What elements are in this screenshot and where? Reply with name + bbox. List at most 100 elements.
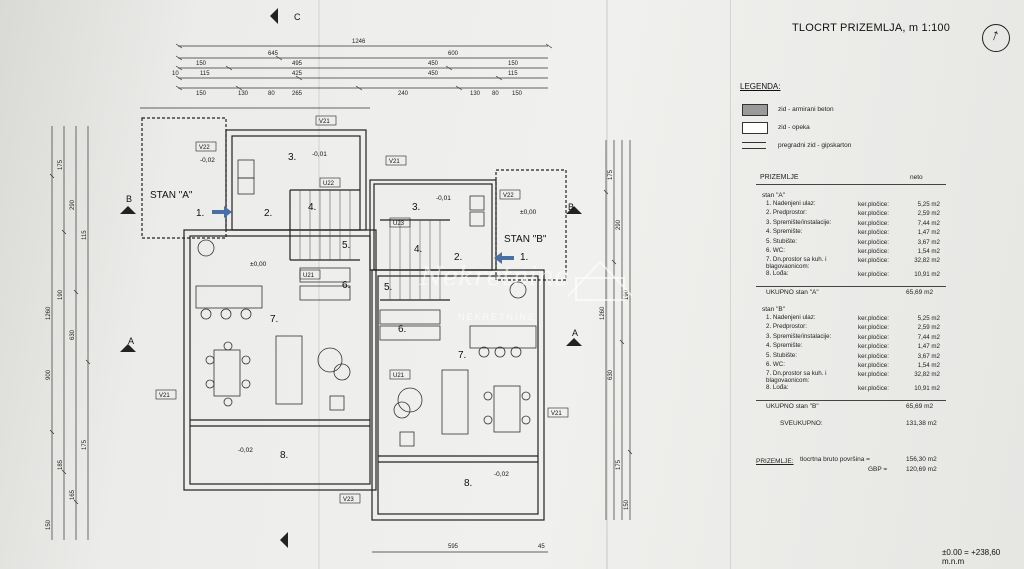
room-row: 3. Spremište/instalacije:ker.pločice:7,4… bbox=[754, 219, 946, 229]
floor-finish: ker.pločice: bbox=[858, 219, 889, 227]
ground-floor-label: PRIZEMLJE: bbox=[756, 458, 794, 465]
room-area: 32,82 m2 bbox=[914, 257, 940, 265]
dim-text: 1246 bbox=[352, 39, 366, 45]
room-name: 8. Lođa: bbox=[766, 384, 789, 392]
room-a-5: 5. bbox=[342, 240, 350, 251]
stan-b-total: 65,69 m2 bbox=[906, 403, 934, 410]
room-name: 4. Spremište: bbox=[766, 342, 803, 350]
dim-text: 150 bbox=[196, 61, 207, 67]
stan-b-label: STAN "B" bbox=[504, 234, 547, 245]
room-area: 32,82 m2 bbox=[914, 371, 940, 379]
floor-finish: ker.pločice: bbox=[858, 315, 889, 322]
room-name: 3. Spremište/instalacije: bbox=[766, 332, 832, 340]
dim-text: 150 bbox=[508, 61, 519, 67]
floor-finish: ker.pločice: bbox=[858, 247, 889, 255]
floor-finish: ker.pločice: bbox=[858, 238, 889, 246]
floor-finish: ker.pločice: bbox=[858, 343, 889, 351]
page-title: TLOCRT PRIZEMLJA, m 1:100 bbox=[792, 22, 951, 34]
legend-label: pregradni zid - gipskarton bbox=[778, 142, 852, 149]
level-mark: -0,02 bbox=[200, 157, 215, 164]
floor-finish: ker.pločice: bbox=[858, 385, 889, 393]
stan-a-total: 65,69 m2 bbox=[906, 289, 934, 296]
room-row: 1. Nadenjeni ulaz:ker.pločice:5,25 m2 bbox=[754, 200, 946, 210]
plan-text: STAN "A" STAN "B" B B A A C 1. 2. 3. 4. … bbox=[126, 12, 578, 489]
room-row: 1. Nadenjeni ulaz:ker.pločice:5,25 m2 bbox=[754, 314, 946, 324]
room-row: 4. Spremište: ker.pločice: 1,47 m2 bbox=[754, 343, 946, 352]
window-tag: V21 bbox=[319, 119, 330, 125]
walls bbox=[141, 117, 567, 521]
room-area: 7,44 m2 bbox=[917, 333, 940, 341]
room-area: 2,59 m2 bbox=[917, 324, 940, 332]
section-b-left: B bbox=[126, 194, 132, 204]
grand-total: 131,38 m2 bbox=[906, 420, 937, 427]
window-tags: V21 V22 V22 V21 U22 U23 U21 U21 V21 V21 … bbox=[155, 115, 569, 504]
furniture bbox=[195, 159, 537, 447]
dim-text: 115 bbox=[200, 71, 210, 77]
room-row: 8. Lođa: ker.pločice: 10,91 m2 bbox=[754, 385, 946, 394]
dim-text: 645 bbox=[268, 51, 279, 57]
room-a-1: 1. bbox=[196, 208, 204, 219]
floor-finish: ker.pločice: bbox=[858, 361, 889, 369]
paper-fold bbox=[606, 0, 608, 569]
north-arrow-icon: ↑ bbox=[982, 24, 1010, 52]
room-row: 2. Predprostor:ker.pločice:2,59 m2 bbox=[754, 324, 946, 333]
vertical-dimension-text: 1260 175 290 115 190 900 630 175 185 165… bbox=[46, 159, 630, 530]
dim-text: 450 bbox=[428, 61, 439, 67]
stan-a-heading: stan "A" bbox=[762, 192, 786, 199]
room-row: 8. Lođa:ker.pločice:10,91 m2 bbox=[754, 271, 946, 280]
floor-finish: ker.pločice: bbox=[858, 324, 889, 332]
elevation-note: ±0.00 = +238,60 m.n.m bbox=[942, 548, 1001, 566]
room-name: 6. WC: bbox=[766, 360, 785, 368]
legend-swatch-concrete bbox=[742, 104, 768, 116]
dim-text: 450 bbox=[428, 71, 439, 77]
dim-text: 900 bbox=[46, 369, 52, 380]
room-name: 8. Lođa: bbox=[766, 270, 789, 278]
dim-text: 190 bbox=[58, 289, 64, 300]
dim-text: 290 bbox=[70, 199, 76, 210]
room-area: 1,47 m2 bbox=[917, 343, 940, 351]
floor-finish: ker.pločice: bbox=[858, 229, 889, 237]
level-mark: ±0,00 bbox=[250, 261, 267, 268]
room-a-8: 8. bbox=[280, 450, 288, 461]
rule bbox=[756, 400, 946, 401]
room-b-2: 2. bbox=[454, 252, 462, 263]
dim-text: 265 bbox=[292, 91, 303, 97]
stan-b-heading: stan "B" bbox=[762, 306, 786, 313]
floor-finish: ker.pločice: bbox=[858, 352, 889, 360]
legend-swatch-drywall bbox=[742, 142, 766, 149]
room-name: 2. Predprostor: bbox=[766, 209, 807, 217]
rooms-table-heading: PRIZEMLJE bbox=[760, 174, 799, 181]
room-area: 1,54 m2 bbox=[917, 361, 940, 369]
room-row: 7. Dn.prostor sa kuh. i blagovaonicom:ke… bbox=[754, 256, 946, 271]
room-b-1: 1. bbox=[520, 252, 528, 263]
watermark-house-icon bbox=[567, 260, 633, 301]
room-a-2: 2. bbox=[264, 208, 272, 219]
dim-text: 150 bbox=[512, 91, 523, 97]
legend-label: zid - opeka bbox=[778, 124, 810, 131]
stan-a-label: STAN "A" bbox=[150, 190, 193, 201]
gbp-value: 120,69 m2 bbox=[906, 466, 937, 473]
dim-text: 150 bbox=[624, 499, 630, 510]
room-area: 7,44 m2 bbox=[917, 219, 940, 227]
room-row: 6. WC: ker.pločice: 1,54 m2 bbox=[754, 360, 946, 371]
window-tag: U23 bbox=[393, 221, 405, 227]
dim-text: 600 bbox=[448, 51, 459, 57]
rooms-table-netto: neto bbox=[910, 174, 923, 181]
dimension-lines bbox=[51, 45, 631, 553]
window-tag: U21 bbox=[303, 273, 315, 279]
level-marks: -0,02 -0,01 ±0,00 -0,02 -0,02 -0,01 ±0,0… bbox=[200, 151, 537, 478]
room-b-4: 4. bbox=[414, 244, 422, 255]
dim-text: 595 bbox=[448, 544, 459, 550]
room-area: 10,91 m2 bbox=[914, 385, 940, 393]
room-name: 4. Spremište: bbox=[766, 228, 803, 236]
dimension-text: 1246 645 600 150 495 450 150 10 115 425 … bbox=[172, 39, 545, 550]
grand-total-label: SVEUKUPNO: bbox=[780, 420, 823, 427]
watermark: Nekretnine bbox=[420, 262, 570, 292]
window-tag: V23 bbox=[343, 497, 354, 503]
room-a-6: 6. bbox=[342, 280, 350, 291]
dim-text: 80 bbox=[268, 91, 275, 97]
